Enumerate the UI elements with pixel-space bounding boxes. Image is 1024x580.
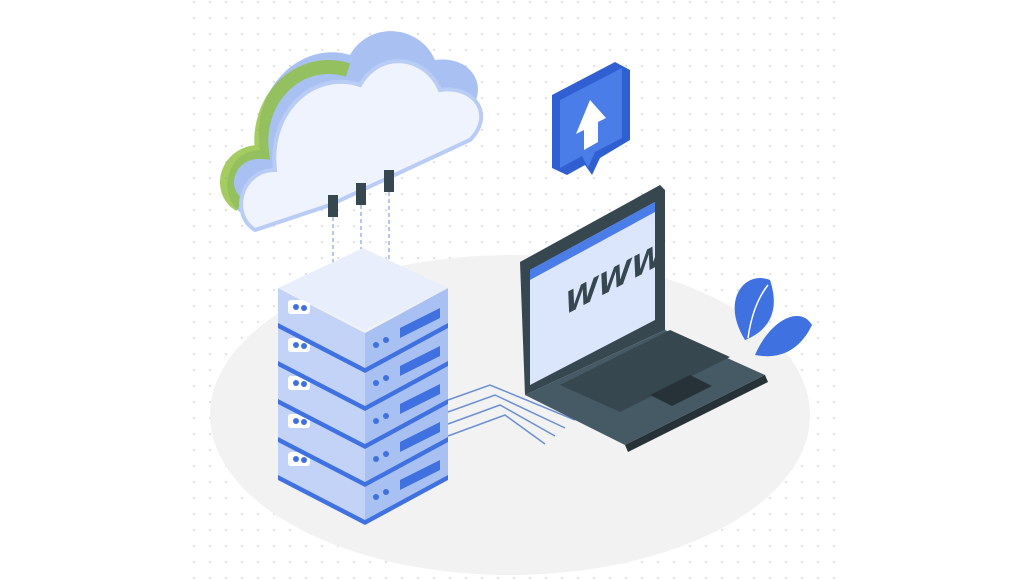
laptop-icon: WWW bbox=[520, 185, 768, 452]
cloud-icon bbox=[220, 31, 484, 315]
upload-arrow-icon bbox=[552, 62, 630, 175]
network-cables bbox=[447, 384, 576, 445]
server-rack-icon bbox=[278, 248, 448, 525]
plant-leaf-icon bbox=[734, 278, 812, 357]
